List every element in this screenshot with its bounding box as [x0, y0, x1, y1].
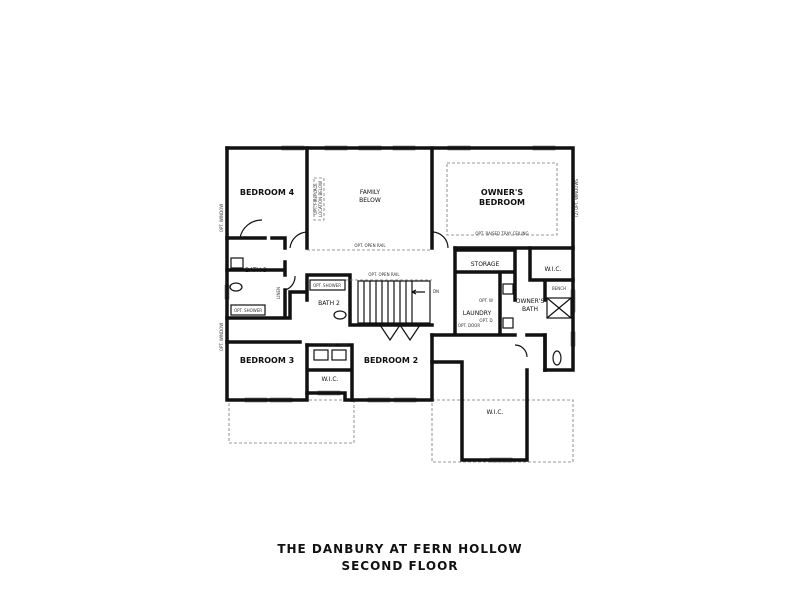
note-opt-open-rail-stairs: OPT. OPEN RAIL [368, 272, 400, 277]
note-opt-window-left-bottom: OPT. WINDOW [219, 323, 224, 351]
walls [225, 146, 575, 462]
note-bench: BENCH [552, 286, 566, 291]
room-label-owners-bedroom-2: BEDROOM [479, 198, 525, 207]
note-opt-w: OPT. W [479, 298, 493, 303]
room-label-laundry: LAUNDRY [463, 310, 492, 317]
room-label-family-below: BELOW [359, 197, 381, 204]
note-opt-window-right: (2) OPT. WINDOWS [574, 179, 579, 217]
room-label-storage: STORAGE [471, 261, 500, 268]
note-dn: DN [433, 289, 439, 294]
room-label-bath2: BATH 2 [318, 300, 340, 307]
room-label-wic-bed3: W.I.C. [322, 376, 339, 383]
note-opt-door: OPT. DOOR [458, 323, 480, 328]
note-opt-tray: OPT. RAISED TRAY CEILING [475, 231, 528, 236]
room-label-bath3: BATH 3 [245, 267, 267, 274]
room-label-bedroom2: BEDROOM 2 [364, 356, 418, 365]
note-opt-shower-bath2: OPT. SHOWER [313, 283, 341, 288]
fixtures [229, 219, 572, 366]
plan-title: THE DANBURY AT FERN HOLLOW [277, 542, 523, 556]
note-opt-open-rail-family: OPT. OPEN RAIL [354, 243, 386, 248]
room-label-wic-owner: W.I.C. [545, 266, 562, 273]
room-label-wic-large: W.I.C. [487, 409, 504, 416]
plan-subtitle: SECOND FLOOR [341, 559, 459, 573]
note-opt-shower-bath3: OPT. SHOWER [234, 308, 262, 313]
staircase [307, 249, 432, 324]
note-linen: LINEN [276, 287, 281, 299]
note-opt-d: OPT. D [479, 318, 492, 323]
note-opt-window-left-top: OPT. WINDOW [219, 204, 224, 232]
room-label-owners-bedroom: OWNER'S [481, 188, 523, 197]
room-label-bedroom4: BEDROOM 4 [240, 188, 295, 197]
note-opt-fireplace-2: LOCATION BELOW [318, 181, 323, 217]
room-label-bedroom3: BEDROOM 3 [240, 356, 294, 365]
note-opt-sink: OPT. SINK [328, 343, 348, 348]
room-label-family: FAMILY [360, 189, 380, 196]
note-opt-fireplace: OPT. FIREPLACE [313, 183, 318, 215]
room-label-owners-bath: OWNER'S [516, 298, 545, 305]
room-label-owners-bath-2: BATH [522, 306, 538, 313]
